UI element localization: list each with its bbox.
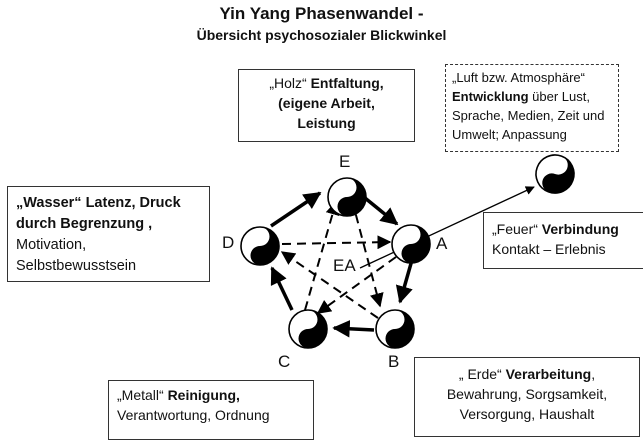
wasser-box: „Wasser“ Latenz, Druck durch Begrenzung … — [7, 186, 210, 282]
erde-line3: Versorgung, Haushalt — [459, 406, 595, 422]
luft-line1: „Luft bzw. Atmosphäre“ — [452, 70, 585, 85]
luft-line2-rest: über Lust, — [528, 89, 590, 104]
diagram-title: Yin Yang Phasenwandel - — [219, 4, 424, 23]
metall-quality: Reinigung, — [167, 387, 240, 403]
feuer-box: „Feuer“ Verbindung Kontakt – Erlebnis — [483, 212, 643, 269]
erde-quality: Verarbeitung — [505, 366, 592, 382]
yin-yang-icon-b — [375, 309, 415, 349]
feuer-element: „Feuer“ — [492, 221, 538, 237]
yin-yang-icon-c — [288, 309, 328, 349]
arrow-c-to-d — [270, 266, 294, 311]
arrow-d-to-e — [270, 191, 322, 228]
arrow-ea-to-luft — [359, 186, 535, 269]
luft-line3: Sprache, Medien, Zeit und — [452, 108, 605, 123]
luft-quality: Entwicklung — [452, 89, 529, 104]
holz-element: „Holz“ — [269, 75, 307, 91]
wasser-line3: Motivation, — [16, 237, 87, 253]
arrow-d-to-a — [281, 235, 392, 250]
yin-yang-icon-e — [327, 177, 367, 217]
arrow-e-to-b — [351, 199, 384, 308]
metall-element: „Metall“ — [117, 387, 164, 403]
diagram-subtitle: Übersicht psychosozialer Blickwinkel — [196, 27, 447, 43]
metall-line2: Verantwortung, Ordnung — [117, 407, 270, 423]
wasser-line4: Selbstbewusstsein — [16, 258, 137, 274]
arrow-c-to-e — [304, 200, 340, 311]
erde-element: „ Erde“ — [458, 366, 502, 382]
luft-box: „Luft bzw. Atmosphäre“ Entwicklung über … — [445, 64, 619, 152]
holz-box: „Holz“ Entfaltung, (eigene Arbeit, Leist… — [238, 69, 415, 142]
feuer-line2: Kontakt – Erlebnis — [492, 241, 606, 257]
arrow-a-to-b — [395, 259, 414, 304]
erde-box: „ Erde“ Verarbeitung, Bewahrung, Sorgsam… — [414, 357, 640, 437]
star-arrows — [280, 199, 397, 319]
holz-line3: Leistung — [297, 115, 356, 131]
node-label-d: D — [222, 233, 235, 252]
yin-yang-icon-luft — [529, 148, 581, 200]
arrow-e-to-a — [363, 196, 399, 226]
luft-line4: Umwelt; Anpassung — [452, 127, 567, 142]
node-label-a: A — [436, 234, 448, 253]
holz-line2: (eigene Arbeit, — [278, 95, 375, 111]
node-label-c: C — [278, 352, 291, 371]
yin-yang-icon-a — [391, 224, 431, 264]
node-label-b: B — [388, 352, 400, 371]
yin-yang-icon-d — [240, 226, 280, 266]
erde-comma: , — [591, 366, 596, 382]
metall-box: „Metall“ Reinigung, Verantwortung, Ordnu… — [108, 380, 314, 440]
node-label-ea: EA — [333, 256, 356, 276]
cycle-arrows — [270, 191, 414, 338]
erde-line2: Bewahrung, Sorgsamkeit, — [446, 386, 608, 402]
node-label-e: E — [339, 152, 351, 171]
wasser-line2: durch Begrenzung , — [16, 216, 153, 232]
holz-quality: Entfaltung, — [310, 75, 384, 91]
arrow-b-to-c — [332, 320, 375, 338]
wasser-line1: „Wasser“ Latenz, Druck — [16, 195, 181, 211]
arrow-b-to-d — [280, 251, 379, 319]
feuer-quality: Verbindung — [541, 221, 619, 237]
arrow-a-to-c — [316, 256, 397, 314]
